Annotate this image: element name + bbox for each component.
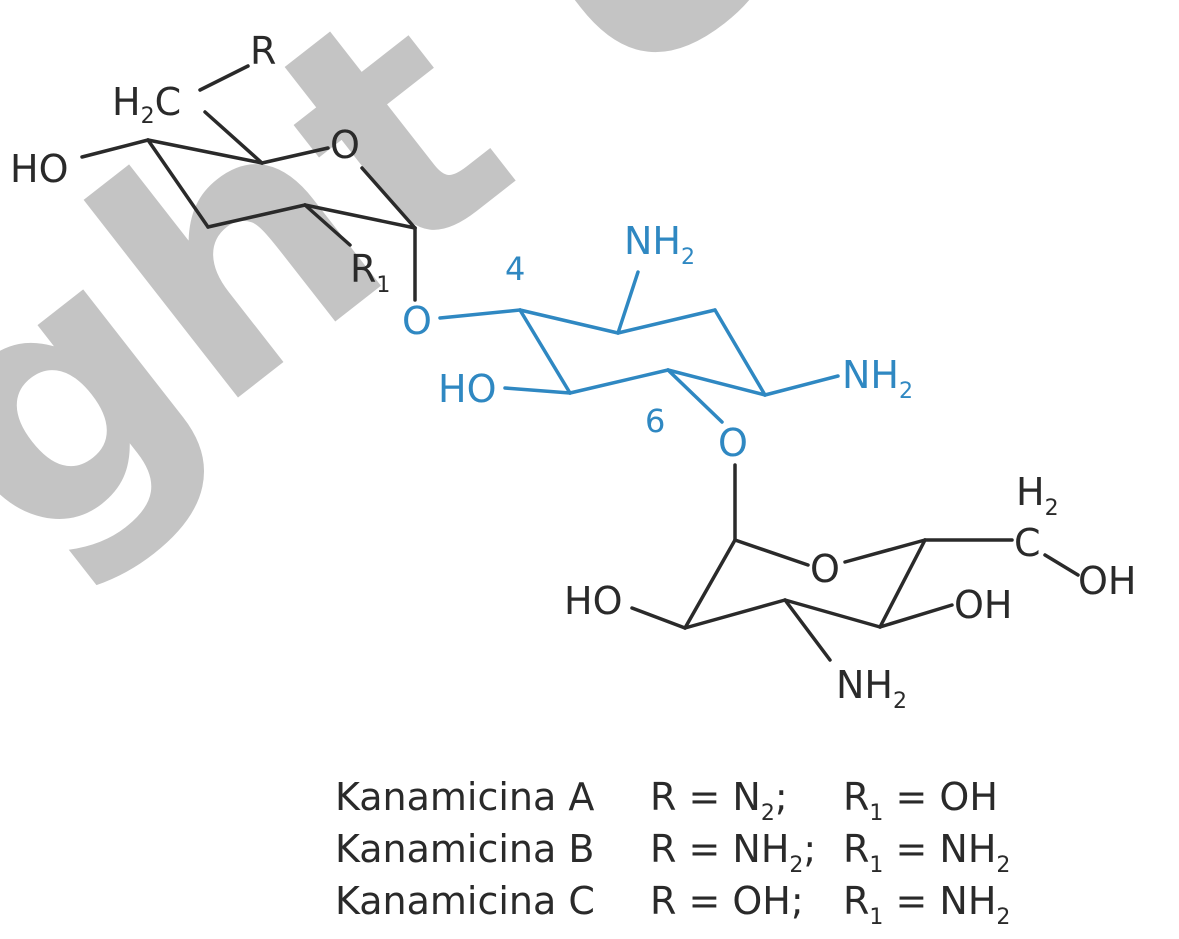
bond [843, 538, 927, 564]
bond [146, 138, 210, 229]
label-ho: HO [564, 579, 622, 623]
bond [878, 538, 927, 629]
label-ch2-oh: OH [1078, 559, 1136, 603]
label-h2c: H2C [112, 80, 181, 129]
bond [518, 308, 620, 335]
label-nh2: NH2 [836, 663, 907, 714]
bond [203, 110, 264, 165]
bond [568, 368, 670, 395]
label-ch2-h: H2 [1016, 470, 1059, 521]
bottom-ring-bonds [630, 463, 1080, 662]
bond [666, 368, 724, 424]
bond [146, 138, 264, 165]
bottom-ring-labels: O HO OH NH2 H2 C OH [564, 470, 1136, 714]
bond [616, 270, 640, 335]
top-ring-bonds [80, 64, 417, 302]
bond [206, 203, 307, 229]
bond [616, 308, 717, 335]
label-nh2-top: NH2 [624, 219, 695, 270]
label-ch2-c: C [1014, 521, 1041, 565]
bond [360, 166, 417, 230]
bond [783, 598, 882, 629]
label-oh: OH [954, 583, 1012, 627]
top-ring-labels: R H2C HO O R1 [10, 29, 390, 298]
bond [630, 606, 687, 630]
bond [666, 368, 767, 397]
bond [198, 64, 250, 92]
label-ring-oxygen: O [330, 123, 360, 167]
bond [683, 538, 737, 630]
label-glycosidic-oxygen-6: O [718, 421, 748, 465]
bond [683, 598, 787, 630]
label-ho: HO [438, 367, 496, 411]
bond [303, 203, 417, 230]
bond [503, 386, 572, 395]
label-ring-oxygen: O [810, 547, 840, 591]
label-ho: HO [10, 147, 68, 191]
label-nh2-right: NH2 [842, 353, 913, 404]
bond [260, 146, 330, 165]
middle-ring-labels: O O HO NH2 NH2 4 6 [402, 219, 913, 465]
bond [518, 308, 572, 395]
bond [763, 374, 840, 397]
middle-ring-bonds [438, 270, 840, 424]
bond [80, 138, 150, 159]
bond [783, 598, 832, 662]
label-glycosidic-oxygen-4: O [402, 299, 432, 343]
bond [878, 603, 954, 629]
bond [438, 308, 522, 320]
label-r1: R1 [350, 247, 390, 298]
bond [1043, 553, 1080, 577]
bond [713, 308, 767, 397]
label-r: R [250, 29, 276, 73]
bond [733, 538, 810, 567]
bond [303, 203, 352, 247]
label-position-6: 6 [645, 402, 665, 440]
label-position-4: 4 [505, 250, 525, 288]
